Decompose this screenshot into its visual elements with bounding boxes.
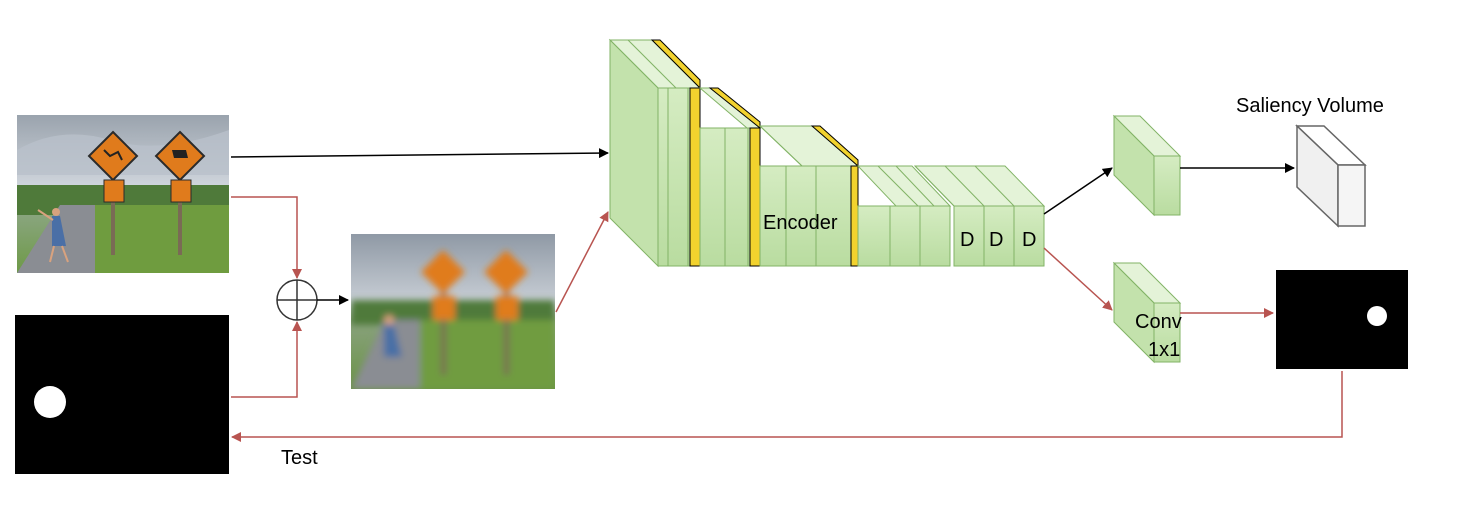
arrow-blurred-to-encoder: [555, 211, 609, 313]
input-fixation-mask: [15, 315, 229, 474]
arrows: [230, 148, 1343, 442]
saliency-volume-label: Saliency Volume: [1236, 95, 1384, 117]
decoder-label-1: D: [960, 229, 974, 251]
test-label: Test: [281, 447, 318, 469]
decoder-label-2: D: [989, 229, 1003, 251]
encoder-label: Encoder: [763, 212, 838, 234]
arrow-image-to-combine: [231, 196, 302, 279]
output-saliency-map: [1276, 270, 1408, 369]
arrow-decoder-to-conv1x1: [1043, 247, 1113, 311]
saliency-conv-block: [1112, 114, 1182, 217]
decoder-label-3: D: [1022, 229, 1036, 251]
circle-plus-icon: [276, 279, 318, 321]
arrow-test-feedback: [231, 371, 1343, 442]
decoder-block: [913, 165, 1046, 267]
conv-1x1-block: [1112, 261, 1182, 364]
saliency-volume: [1295, 124, 1367, 228]
encoder-block: [608, 38, 952, 268]
blurred-input-photo: [351, 234, 555, 389]
arrow-mask-to-combine: [231, 321, 302, 398]
conv-label-line2: 1x1: [1148, 339, 1180, 361]
arrow-decoder-to-conv: [1043, 167, 1113, 215]
arrow-image-to-encoder: [230, 148, 609, 159]
conv-label-line1: Conv: [1135, 311, 1182, 333]
input-photo: [17, 115, 229, 273]
